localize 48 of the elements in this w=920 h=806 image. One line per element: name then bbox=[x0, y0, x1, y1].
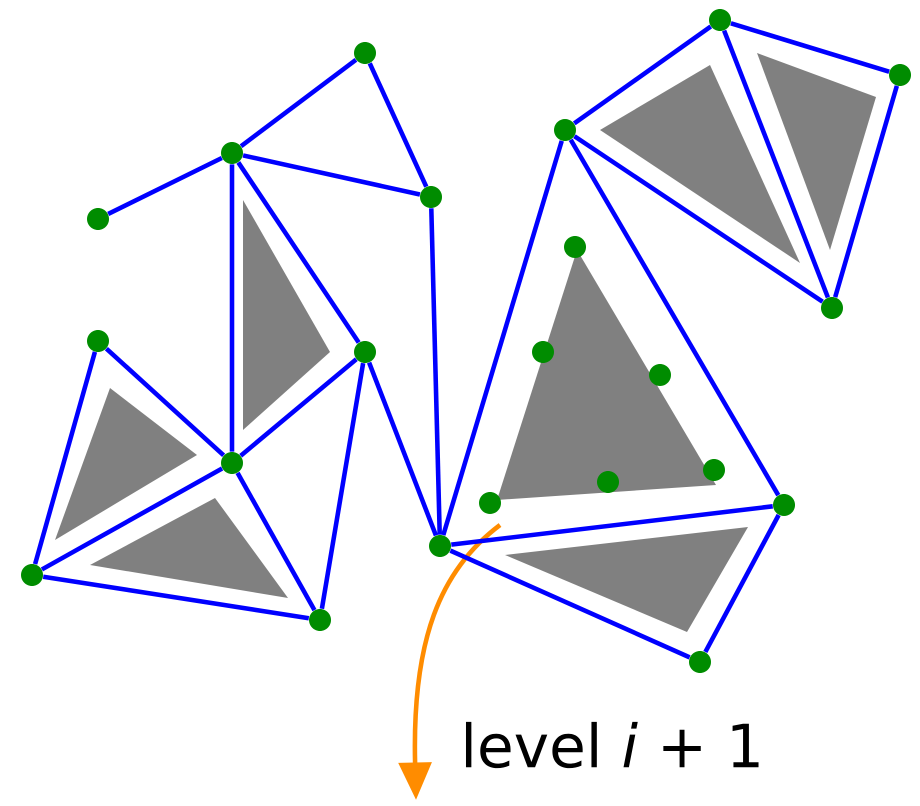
vertex-dot bbox=[479, 492, 501, 514]
edge-line bbox=[42, 574, 310, 620]
vertex-dot bbox=[354, 42, 376, 64]
vertex-dot bbox=[87, 208, 109, 230]
edge-line bbox=[366, 362, 438, 536]
edge-line bbox=[730, 21, 890, 74]
edge-line bbox=[449, 548, 691, 660]
vertex-dot bbox=[309, 608, 331, 631]
edge-line bbox=[368, 62, 428, 188]
edge-line bbox=[40, 466, 224, 572]
edge-line bbox=[236, 161, 361, 344]
edge-line bbox=[320, 362, 366, 610]
vertex-dot bbox=[21, 564, 43, 586]
vertex-dot bbox=[709, 8, 731, 31]
vertex-dot bbox=[420, 186, 442, 208]
vertex-dot bbox=[703, 458, 725, 481]
edge-line bbox=[32, 351, 98, 565]
level-label: level i + 1 bbox=[466, 722, 759, 768]
vertex-dot bbox=[429, 534, 451, 557]
edge-line bbox=[703, 514, 781, 654]
edge-line bbox=[242, 153, 420, 197]
vertex-dot bbox=[689, 650, 711, 673]
edge-line bbox=[104, 346, 226, 458]
vertex-dot bbox=[354, 340, 376, 363]
edge-line bbox=[572, 24, 712, 126]
vertex-dot bbox=[889, 64, 912, 86]
edge-line bbox=[722, 30, 830, 298]
edge-line bbox=[240, 58, 358, 148]
vertex-dot bbox=[773, 494, 795, 516]
vertex-dot bbox=[532, 340, 554, 363]
vertex-dot bbox=[221, 142, 243, 164]
edge-line bbox=[568, 138, 780, 496]
edge-line bbox=[236, 472, 316, 612]
vertex-dot bbox=[564, 236, 586, 258]
edge-line bbox=[441, 140, 564, 536]
vertex-dot bbox=[554, 118, 576, 141]
edge-line bbox=[239, 358, 358, 458]
vertex-dot bbox=[821, 296, 843, 319]
vertex-dot bbox=[597, 470, 619, 493]
edge-line bbox=[230, 164, 234, 452]
edge-line bbox=[451, 504, 773, 547]
vertex-dot bbox=[649, 364, 671, 386]
vertex-dot bbox=[87, 330, 109, 352]
edge-line bbox=[429, 208, 442, 535]
edge-line bbox=[573, 134, 824, 304]
edge-line bbox=[833, 85, 900, 298]
vertex-dot bbox=[221, 452, 243, 474]
edge-line bbox=[107, 156, 223, 216]
